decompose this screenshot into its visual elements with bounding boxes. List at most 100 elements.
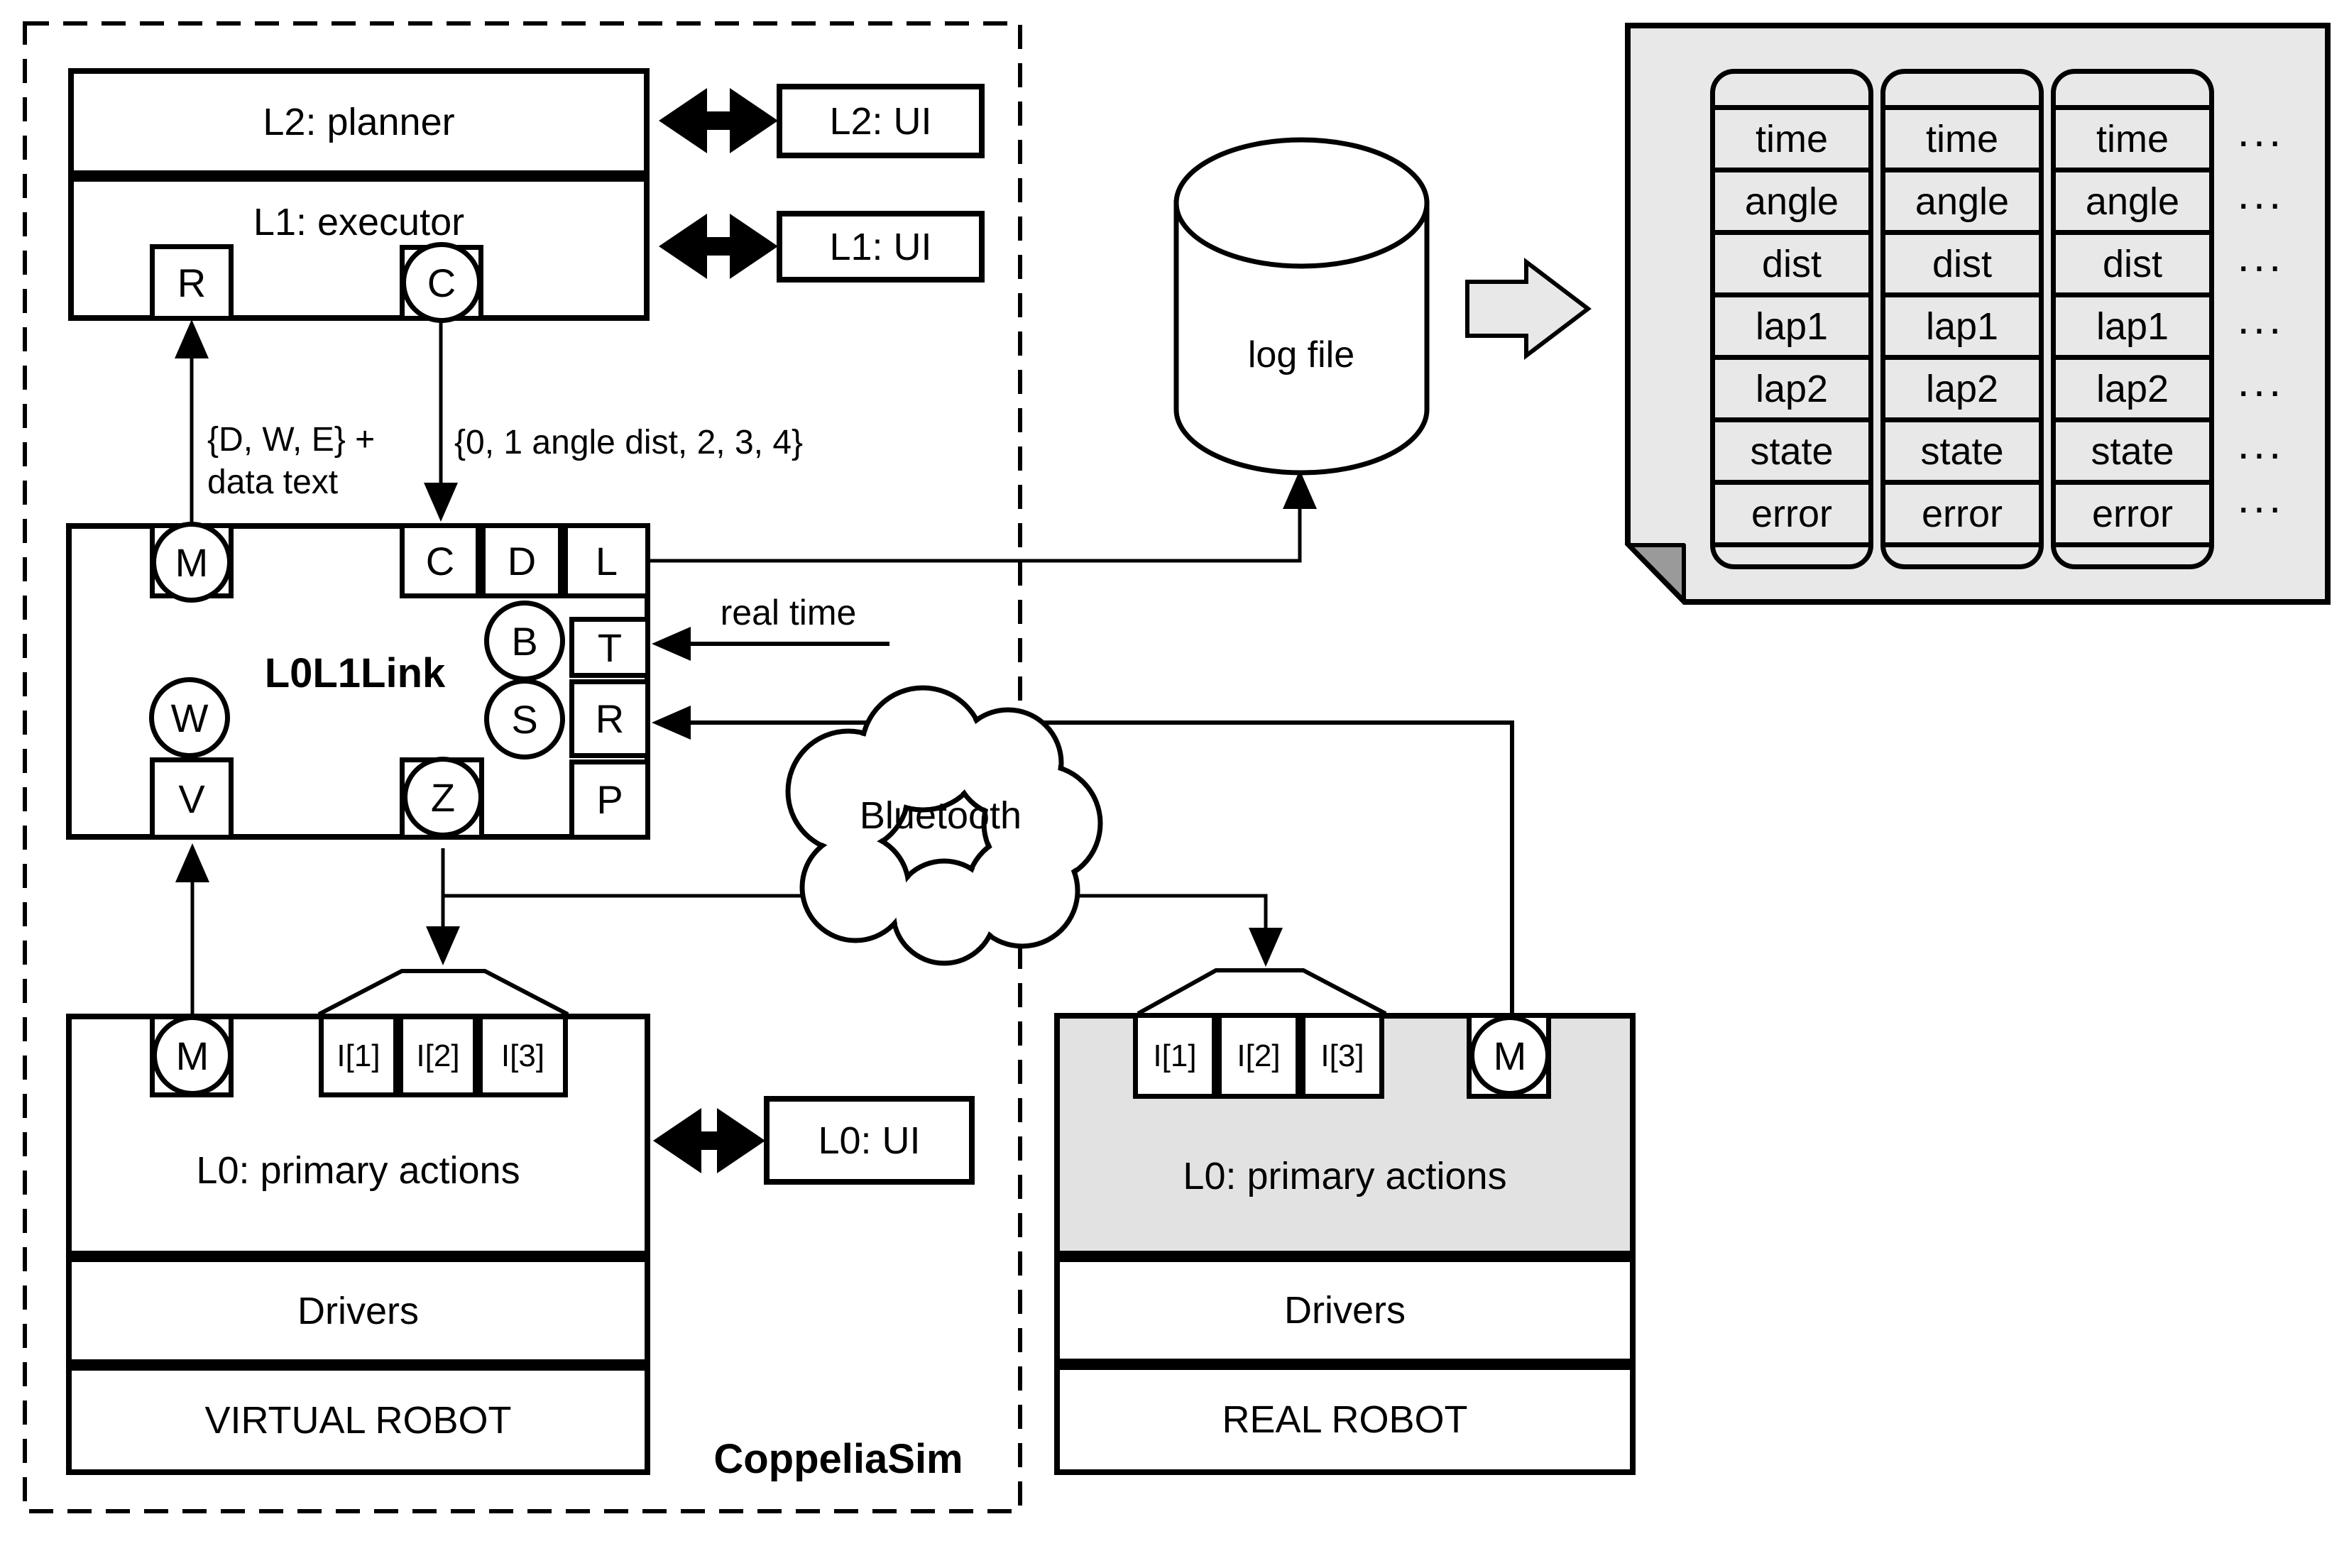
link-port-w: W	[149, 677, 230, 758]
message-up-label-line1: {D, W, E} +	[207, 421, 376, 459]
real-robot-box: REAL ROBOT	[1054, 1364, 1636, 1475]
real-drivers-box: Drivers	[1054, 1256, 1636, 1364]
virtual-port-i2-label: I[2]	[416, 1038, 460, 1073]
link-port-p-label: P	[596, 777, 623, 822]
l1-port-c: C	[401, 242, 482, 323]
ellipsis-row-error: ...	[2237, 473, 2285, 522]
table-cell: time	[1715, 105, 1868, 168]
l2-planner-box: L2: planner	[68, 68, 650, 176]
l0-ui-label: L0: UI	[818, 1119, 921, 1162]
ellipsis-row-dist: ...	[2237, 231, 2285, 281]
virtual-port-i3-label: I[3]	[500, 1038, 545, 1073]
l0l1link-title: L0L1Link	[264, 650, 446, 696]
link-port-t-label: T	[597, 625, 623, 670]
real-port-m: M	[1469, 1015, 1550, 1096]
arrowhead-up-v	[175, 843, 209, 882]
table-cell: dist	[1885, 230, 2039, 292]
real-port-i3-label: I[3]	[1320, 1038, 1364, 1073]
link-port-m: M	[151, 522, 232, 603]
table-cell: lap1	[1885, 292, 2039, 355]
table-cell: state	[2056, 417, 2209, 480]
real-port-m-label: M	[1493, 1033, 1527, 1078]
link-port-d: D	[481, 523, 563, 598]
log-record-column-1: time angle dist lap1 lap2 state error	[1710, 69, 1873, 569]
table-cell: error	[2056, 480, 2209, 542]
l-to-logfile-line	[650, 508, 1302, 563]
table-cell: lap1	[2056, 292, 2209, 355]
real-time-label: real time	[720, 593, 857, 632]
virtual-port-m-label: M	[175, 1033, 209, 1078]
link-port-b-label: B	[511, 618, 538, 664]
virtual-drivers-box: Drivers	[66, 1256, 650, 1365]
virtual-port-i1-label: I[1]	[336, 1038, 380, 1073]
log-record-column-3: time angle dist lap1 lap2 state error	[2051, 69, 2214, 569]
l2-ui-label: L2: UI	[829, 99, 932, 143]
bluetooth-cloud	[785, 685, 1103, 966]
table-cell: state	[1715, 417, 1868, 480]
virtual-robot-label: VIRTUAL ROBOT	[204, 1398, 512, 1442]
virtual-port-i2: I[2]	[398, 1014, 478, 1097]
message-down-label: {0, 1 angle dist, 2, 3, 4}	[454, 424, 804, 461]
log-file-cylinder	[1173, 137, 1430, 476]
ellipsis-row-lap2: ...	[2237, 356, 2285, 406]
table-cell: angle	[1885, 168, 2039, 230]
link-port-r: R	[569, 679, 650, 758]
table-cell: angle	[1715, 168, 1868, 230]
log-file-label: log file	[1247, 334, 1355, 375]
table-cell: dist	[1715, 230, 1868, 292]
link-port-z: Z	[403, 757, 483, 838]
real-port-i2-label: I[2]	[1237, 1038, 1281, 1073]
l1-ui-label: L1: UI	[829, 225, 932, 268]
virtual-port-i3: I[3]	[478, 1014, 568, 1097]
real-l0-label: L0: primary actions	[1183, 1155, 1507, 1197]
link-port-l: L	[563, 523, 650, 598]
table-cell: lap2	[1885, 355, 2039, 417]
l1-port-c-label: C	[427, 260, 456, 305]
l0-ui-double-arrow-icon	[653, 1108, 765, 1173]
coppeliasim-label: CoppeliaSim	[713, 1436, 963, 1482]
arrowhead-down-real-funnel	[1249, 928, 1283, 967]
l1-port-r-label: R	[177, 260, 207, 305]
arrowhead-left-r	[652, 706, 691, 740]
real-port-i1: I[1]	[1133, 1013, 1217, 1099]
table-cell: dist	[2056, 230, 2209, 292]
arrowhead-down-link-c	[424, 483, 458, 522]
link-port-p: P	[569, 760, 650, 840]
l0-ui-box: L0: UI	[764, 1096, 975, 1185]
table-cell: error	[1885, 480, 2039, 542]
table-cell: time	[2056, 105, 2209, 168]
virtual-funnel	[317, 969, 569, 1016]
message-up-label-line2: data text	[207, 464, 339, 501]
table-cell: lap1	[1715, 292, 1868, 355]
arrowhead-up-l1-r	[175, 319, 209, 358]
table-cell: error	[1715, 480, 1868, 542]
virtual-l0-label: L0: primary actions	[196, 1149, 520, 1192]
link-port-s-label: S	[511, 696, 538, 742]
l1-executor-label: L1: executor	[253, 201, 465, 243]
link-port-d-label: D	[507, 538, 537, 583]
virtual-port-i1: I[1]	[319, 1014, 398, 1097]
arrowhead-left-t	[652, 627, 691, 661]
real-port-i3: I[3]	[1301, 1013, 1384, 1099]
virtual-port-m: M	[152, 1015, 233, 1096]
log-record-column-2: time angle dist lap1 lap2 state error	[1880, 69, 2044, 569]
z-to-real-funnel-line	[443, 894, 1268, 928]
link-port-v: V	[150, 757, 234, 840]
ellipsis-row-lap1: ...	[2237, 294, 2285, 344]
ellipsis-row-state: ...	[2237, 419, 2285, 468]
bluetooth-label: Bluetooth	[859, 794, 1022, 837]
ellipsis-row-angle: ...	[2237, 169, 2285, 219]
link-port-t: T	[569, 617, 650, 678]
real-robot-label: REAL ROBOT	[1222, 1398, 1468, 1441]
table-cell: angle	[2056, 168, 2209, 230]
link-port-l-label: L	[595, 538, 618, 583]
real-port-i1-label: I[1]	[1153, 1038, 1197, 1073]
link-port-r-label: R	[595, 696, 625, 741]
arrowhead-down-virtual-funnel	[426, 926, 460, 965]
ellipsis-row-time: ...	[2237, 106, 2285, 156]
link-port-w-label: W	[170, 695, 209, 740]
link-port-s: S	[484, 679, 565, 760]
sheet-fold-corner	[1627, 543, 1686, 603]
link-port-c: C	[400, 523, 481, 598]
